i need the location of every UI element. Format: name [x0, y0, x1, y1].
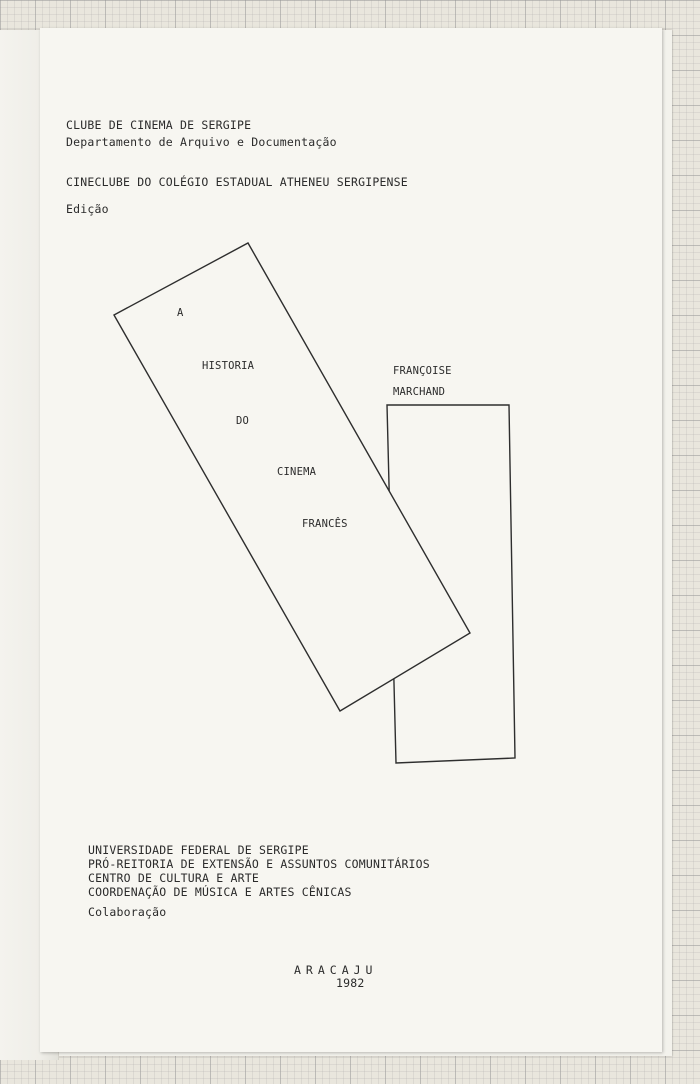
author-first-name: FRANÇOISE — [393, 365, 452, 377]
title-frames-drawing — [113, 242, 516, 764]
org-name: CLUBE DE CINEMA DE SERGIPE — [66, 118, 252, 132]
year: 1982 — [336, 976, 365, 990]
title-word-frances: FRANCÊS — [302, 518, 348, 530]
author-last-name: MARCHAND — [393, 386, 446, 398]
collab-centro-cultura: CENTRO DE CULTURA E ARTE — [88, 871, 259, 885]
title-word-a: A — [177, 307, 184, 319]
collab-pro-reitoria: PRÓ-REITORIA DE EXTENSÃO E ASSUNTOS COMU… — [88, 857, 430, 871]
cineclube-line: CINECLUBE DO COLÉGIO ESTADUAL ATHENEU SE… — [66, 175, 408, 189]
title-word-cinema: CINEMA — [277, 466, 317, 478]
document-page: CLUBE DE CINEMA DE SERGIPE Departamento … — [40, 28, 662, 1052]
title-word-do: DO — [236, 415, 250, 427]
collaboration-label: Colaboração — [88, 905, 167, 919]
collab-coordenacao: COORDENAÇÃO DE MÚSICA E ARTES CÊNICAS — [88, 885, 352, 899]
city: ARACAJU — [294, 963, 378, 977]
collab-university: UNIVERSIDADE FEDERAL DE SERGIPE — [88, 843, 309, 857]
edition-label: Edição — [66, 202, 109, 216]
title-rectangle — [113, 242, 471, 712]
title-word-historia: HISTORIA — [202, 360, 255, 372]
department-line: Departamento de Arquivo e Documentação — [66, 135, 337, 149]
